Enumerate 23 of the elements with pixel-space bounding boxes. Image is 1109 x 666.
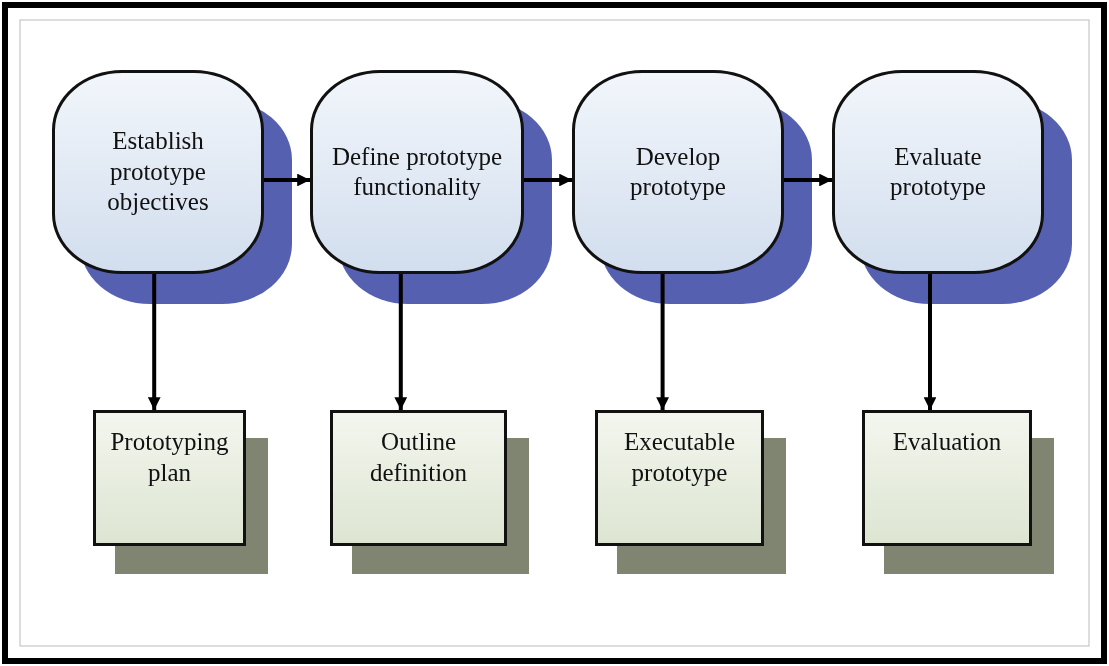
arrow [784, 173, 832, 187]
node-label: Evaluation [892, 427, 1002, 457]
node-label: Develop prototype [629, 141, 727, 202]
arrow [656, 274, 669, 410]
node-label: Prototyping plan [109, 427, 230, 488]
node-label: Establish prototype objectives [106, 126, 210, 218]
node-label: Outline definition [368, 427, 469, 488]
arrow [264, 173, 310, 187]
arrow [394, 274, 408, 410]
arrow [147, 274, 161, 410]
output-document [862, 410, 1032, 546]
node-label: Evaluate prototype [889, 141, 987, 202]
process-step [572, 70, 784, 274]
arrow [923, 274, 937, 410]
arrow [524, 173, 572, 187]
node-label: Executable prototype [622, 427, 737, 488]
process-step [52, 70, 264, 274]
output-document [330, 410, 507, 546]
output-document [595, 410, 764, 546]
node-label: Define prototype functionality [330, 141, 504, 202]
process-step [832, 70, 1044, 274]
output-document [93, 410, 246, 546]
process-step [310, 70, 524, 274]
